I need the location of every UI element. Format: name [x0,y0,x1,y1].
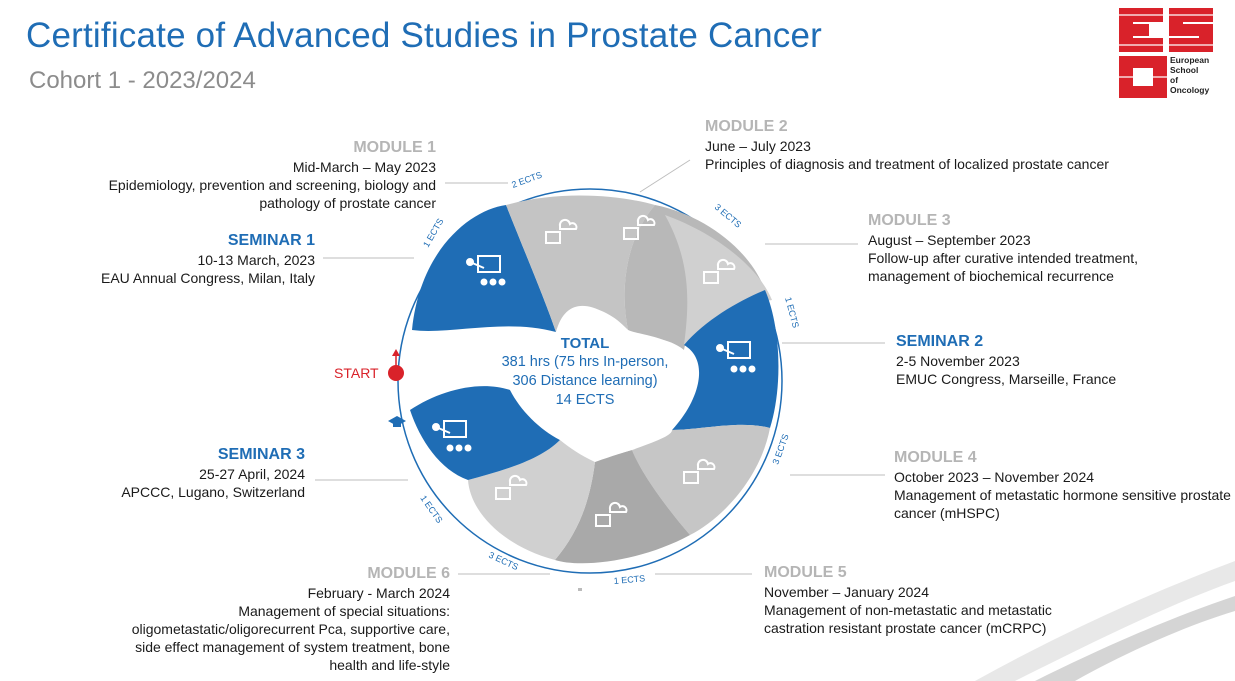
seminar3-block: SEMINAR 3 25-27 April, 2024 APCCC, Lugan… [121,446,305,501]
petal-seminar3 [410,386,560,480]
module6-date: February - March 2024 [307,585,450,601]
ects-label-seminar3: 1 ECTS [418,493,444,525]
module3-desc: Follow-up after curative intended treatm… [868,250,1139,266]
module2-date: June – July 2023 [705,138,811,154]
module3-desc: management of biochemical recurrence [868,268,1114,284]
seminar3-date: 25-27 April, 2024 [199,466,305,482]
total-heading: TOTAL [560,335,610,352]
module2-heading: MODULE 2 [705,118,788,135]
petal-module6 [468,440,595,560]
seminar2-date: 2-5 November 2023 [896,353,1020,369]
module4-heading: MODULE 4 [894,449,977,466]
seminar3-desc: APCCC, Lugano, Switzerland [121,484,305,500]
module1-date: Mid-March – May 2023 [292,159,436,175]
cloud-computer-icon-module2 [623,214,656,240]
cloud-computer-icon-module5 [595,501,628,527]
module5-desc: castration resistant prostate cancer (mC… [764,620,1047,636]
teacher-icon-seminar1 [466,255,506,286]
module3-date: August – September 2023 [868,232,1031,248]
total-ects: 14 ECTS [555,392,615,408]
module2-block: MODULE 2 June – July 2023 Principles of … [705,118,1109,173]
start-label: START [334,365,379,381]
total-hours-line1: 381 hrs (75 hrs In-person, [501,354,669,370]
module3-heading: MODULE 3 [868,212,951,229]
module1-desc: pathology of prostate cancer [259,195,436,211]
cloud-computer-icon-module6 [495,474,528,500]
decorative-swoosh [975,561,1235,681]
module6-heading: MODULE 6 [367,565,450,582]
ects-label-module5: 1 ECTS [613,573,645,586]
page-subtitle: Cohort 1 - 2023/2024 [29,67,256,94]
center-area [510,307,693,462]
module5-desc: Management of non-metastatic and metasta… [764,602,1052,618]
module4-date: October 2023 – November 2024 [894,469,1095,485]
seminar3-heading: SEMINAR 3 [217,446,305,463]
module3-block: MODULE 3 August – September 2023 Follow-… [868,212,1138,285]
outer-ring [397,188,783,574]
ects-label-seminar1: 1 ECTS [421,217,445,249]
module5-block: MODULE 5 November – January 2024 Managem… [764,564,1052,637]
total-summary: TOTAL 381 hrs (75 hrs In-person, 306 Dis… [483,334,687,410]
connector-module2 [639,159,691,193]
ects-label-module2: 3 ECTS [713,202,744,230]
seminar2-heading: SEMINAR 2 [896,333,984,350]
start-dot [388,365,404,381]
module6-desc: oligometastatic/oligorecurrent Pca, supp… [131,621,450,637]
teacher-icon-seminar2 [716,341,756,373]
module4-block: MODULE 4 October 2023 – November 2024 Ma… [894,449,1231,522]
petal-module1 [506,195,655,332]
page-title: Certificate of Advanced Studies in Prost… [26,16,822,55]
module1-heading: MODULE 1 [353,139,436,156]
petal-seminar1 [412,205,556,332]
module1-desc: Epidemiology, prevention and screening, … [108,177,436,193]
seminar1-date: 10-13 March, 2023 [197,252,315,268]
ects-label-seminar2: 1 ECTS [783,296,801,329]
seminar2-desc: EMUC Congress, Marseille, France [896,371,1117,387]
module6-desc: side effect management of system treatme… [135,639,450,655]
module5-date: November – January 2024 [764,584,929,600]
teacher-icon-seminar3 [432,420,472,452]
module6-block: MODULE 6 February - March 2024 Managemen… [132,565,450,674]
ects-label-module1: 2 ECTS [510,170,543,190]
seminar1-heading: SEMINAR 1 [227,232,315,249]
module6-desc: Management of special situations: [238,603,450,619]
graduation-cap-icon [388,416,406,427]
seminar1-desc: EAU Annual Congress, Milan, Italy [101,270,315,286]
module6-desc: health and life-style [329,657,450,673]
seminar1-block: SEMINAR 1 10-13 March, 2023 EAU Annual C… [101,232,315,287]
cloud-computer-icon-module3 [703,258,736,284]
eso-logo [1119,8,1213,98]
petal-seminar2 [672,290,779,430]
module2-desc: Principles of diagnosis and treatment of… [705,156,1109,172]
module4-desc: cancer (mHSPC) [894,505,1000,521]
petal-module4 [632,424,770,535]
cloud-computer-icon-module4 [683,458,716,484]
module4-desc: Management of metastatic hormone sensiti… [894,487,1231,503]
cloud-computer-icon-module1 [545,218,578,244]
module1-block: MODULE 1 Mid-March – May 2023 Epidemiolo… [109,139,436,212]
total-hours-line2: 306 Distance learning) [512,373,658,389]
module5-heading: MODULE 5 [764,564,847,581]
seminar2-block: SEMINAR 2 2-5 November 2023 EMUC Congres… [896,333,1116,388]
